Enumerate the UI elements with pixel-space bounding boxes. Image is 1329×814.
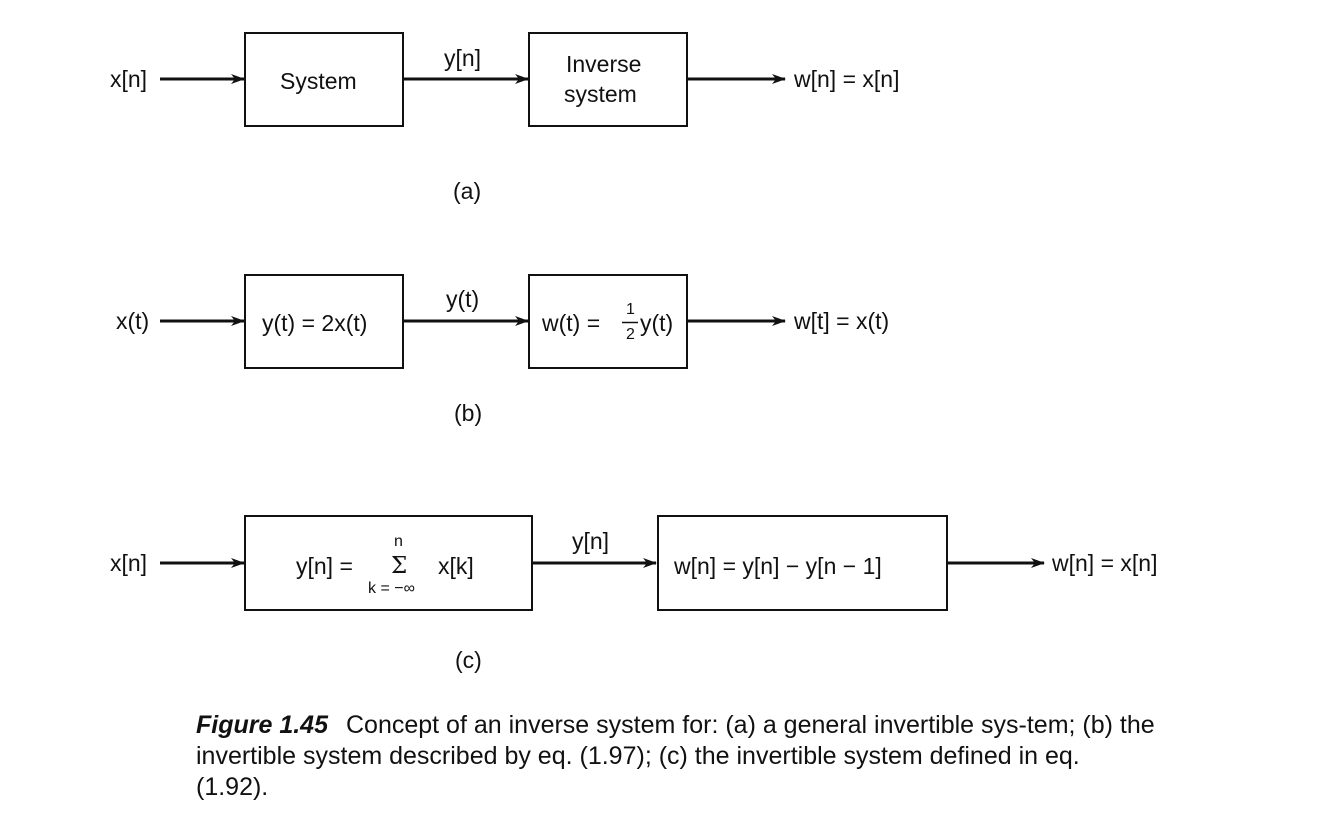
mid-label-c: y[n] bbox=[572, 528, 610, 554]
inverse-system-box-a: Inverse system bbox=[528, 32, 688, 127]
inverse-box-a-line2: system bbox=[564, 81, 637, 107]
mid-label-a: y[n] bbox=[444, 45, 482, 71]
inverse-box-b-post: y(t) bbox=[640, 310, 674, 336]
difference-box-c: w[n] = y[n] − y[n − 1] bbox=[657, 515, 948, 611]
system-box-b: y(t) = 2x(t) bbox=[244, 274, 404, 369]
input-label-c: x[n] bbox=[110, 550, 148, 576]
accumulator-box-c: y[n] = n Σ k = −∞ x[k] bbox=[244, 515, 533, 611]
system-box-a-label: System bbox=[280, 68, 357, 94]
output-label-a: w[n] = x[n] bbox=[794, 66, 900, 92]
sublabel-a: (a) bbox=[453, 178, 482, 204]
system-box-b-label: y(t) = 2x(t) bbox=[262, 310, 368, 336]
caption-text: Concept of an inverse system for: (a) a … bbox=[196, 711, 1155, 801]
inverse-system-box-b: w(t) = 1 2 y(t) bbox=[528, 274, 688, 369]
mid-label-b: y(t) bbox=[446, 286, 480, 312]
sum-lower-limit: k = −∞ bbox=[368, 580, 415, 597]
difference-label: w[n] = y[n] − y[n − 1] bbox=[674, 553, 882, 579]
input-label-a: x[n] bbox=[110, 66, 148, 92]
fraction-denominator: 2 bbox=[626, 326, 635, 343]
sum-upper-limit: n bbox=[394, 533, 403, 550]
sublabel-c: (c) bbox=[455, 647, 482, 673]
accumulator-pre: y[n] = bbox=[296, 553, 353, 579]
sigma-symbol: Σ bbox=[391, 553, 408, 579]
fraction-numerator: 1 bbox=[626, 301, 635, 318]
input-label-b: x(t) bbox=[116, 308, 150, 334]
fraction-bar bbox=[622, 321, 638, 324]
accumulator-post: x[k] bbox=[438, 553, 474, 579]
inverse-box-a-line1: Inverse bbox=[566, 51, 642, 77]
output-label-b: w[t] = x(t) bbox=[794, 308, 890, 334]
figure-number: Figure 1.45 bbox=[196, 711, 328, 739]
sublabel-b: (b) bbox=[454, 400, 483, 426]
system-box-a: System bbox=[244, 32, 404, 127]
output-label-c: w[n] = x[n] bbox=[1052, 550, 1158, 576]
inverse-box-b-pre: w(t) = bbox=[542, 310, 601, 336]
